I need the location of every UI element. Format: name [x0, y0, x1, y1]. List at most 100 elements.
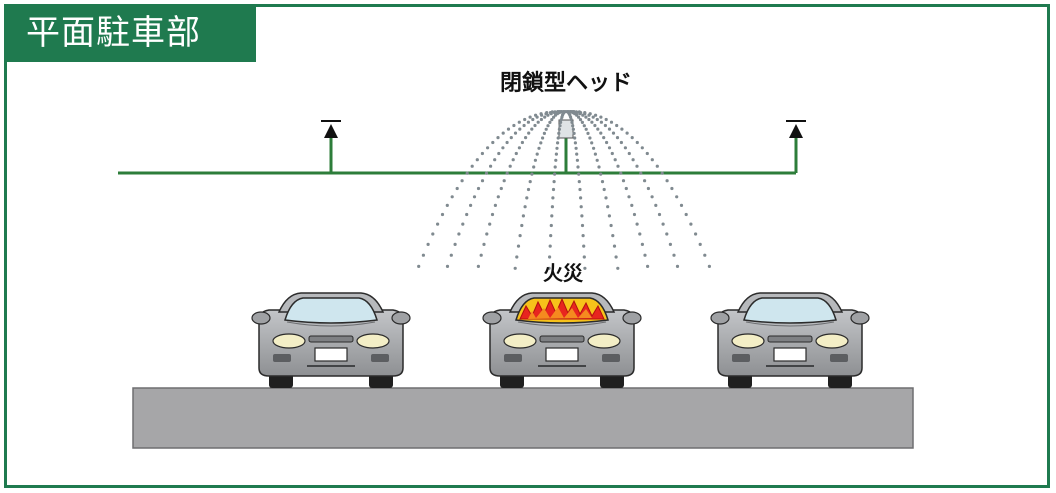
spray-droplet — [619, 140, 624, 145]
spray-droplet — [550, 118, 554, 122]
car-fog-lamp — [371, 354, 389, 362]
spray-droplet — [707, 264, 712, 268]
spray-droplet — [580, 214, 584, 218]
spray-droplet — [703, 253, 707, 257]
spray-droplet — [616, 266, 620, 270]
spray-droplet — [554, 158, 558, 162]
spray-droplet — [530, 127, 534, 131]
car-grille — [539, 335, 585, 343]
spray-droplet — [551, 187, 556, 192]
spray-droplet — [530, 172, 534, 176]
spray-droplet — [640, 242, 645, 246]
spray-droplet — [499, 186, 503, 191]
spray-droplet — [527, 131, 531, 135]
spray-droplet — [582, 244, 586, 248]
car-headlight — [272, 333, 306, 349]
spray-droplet — [431, 232, 435, 236]
spray-droplet — [536, 120, 540, 124]
spray-droplet — [635, 222, 639, 226]
spray-droplet — [517, 146, 522, 150]
car-grille — [767, 335, 813, 343]
spray-droplet — [650, 158, 654, 162]
spray-droplet — [558, 124, 562, 128]
spray-droplet — [627, 195, 631, 199]
spray-droplet — [603, 123, 608, 128]
spray-droplet — [469, 203, 473, 207]
car-hood-line — [286, 321, 376, 327]
spray-droplet — [516, 244, 521, 248]
spray-droplet — [550, 205, 555, 209]
spray-droplet — [645, 151, 649, 156]
spray-droplet — [518, 127, 522, 131]
spray-droplet — [532, 165, 536, 169]
car-windshield — [743, 297, 837, 324]
license-plate — [773, 347, 807, 362]
car-fog-lamp — [732, 354, 750, 362]
spray-droplet — [569, 118, 573, 122]
spray-droplet — [616, 164, 620, 168]
spray-droplet — [526, 120, 531, 124]
spray-droplet — [611, 131, 616, 135]
spray-droplet — [607, 146, 612, 150]
spray-droplet — [575, 113, 579, 117]
spray-droplet — [525, 196, 529, 200]
spray-droplet — [533, 123, 537, 128]
spray-droplet — [533, 158, 538, 162]
spray-droplet — [599, 115, 603, 119]
fire-label: 火災 — [543, 261, 584, 285]
spray-droplet — [596, 127, 600, 131]
spray-droplet — [624, 186, 628, 191]
spray-droplet — [489, 164, 493, 168]
spray-droplet — [535, 152, 539, 156]
car-headlight — [587, 333, 621, 349]
spray-droplet — [480, 179, 485, 183]
spray-droplet — [607, 127, 612, 131]
car-headlight — [731, 333, 765, 349]
spray-droplet — [600, 180, 605, 184]
spray-droplet — [493, 203, 497, 207]
spray-droplet — [665, 179, 669, 183]
spray-droplet — [426, 242, 430, 246]
spray-droplet — [479, 253, 483, 257]
spray-droplet — [497, 151, 501, 156]
spray-droplet — [586, 131, 590, 135]
spray-droplet — [592, 146, 596, 150]
spray-droplet — [484, 171, 489, 175]
spray-droplet — [511, 158, 515, 162]
spray-droplet — [632, 212, 637, 217]
spray-droplet — [579, 196, 583, 200]
spray-droplet — [638, 232, 642, 236]
spray-droplet — [445, 264, 450, 268]
riser-right — [786, 120, 806, 173]
spray-droplet — [580, 223, 585, 228]
spray-droplet — [496, 136, 500, 140]
spray-droplet — [572, 131, 576, 135]
spray-droplet — [553, 113, 558, 117]
spray-droplet — [552, 180, 556, 184]
car-mirror — [482, 311, 502, 325]
spray-droplet — [584, 115, 588, 119]
spray-droplet — [518, 234, 522, 238]
spray-droplet — [521, 214, 526, 218]
spray-droplet — [630, 136, 634, 140]
spray-droplet — [539, 117, 544, 122]
spray-droplet — [599, 120, 604, 124]
spray-droplet — [655, 164, 659, 168]
spray-droplet — [537, 146, 541, 150]
spray-droplet — [552, 111, 557, 115]
spray-droplet — [520, 140, 525, 145]
car-headlight — [503, 333, 537, 349]
spray-droplet — [522, 123, 526, 128]
spray-droplet — [517, 120, 521, 124]
spray-droplet — [599, 172, 603, 176]
spray-droplet — [542, 131, 547, 135]
spray-droplet — [571, 124, 575, 128]
spray-droplet — [574, 110, 579, 114]
car-mirror — [251, 311, 271, 325]
car-hood-line — [517, 321, 607, 327]
spray-droplet — [557, 131, 561, 135]
spray-droplet — [541, 136, 545, 140]
spray-droplet — [548, 255, 552, 259]
frame-border — [4, 4, 1050, 488]
